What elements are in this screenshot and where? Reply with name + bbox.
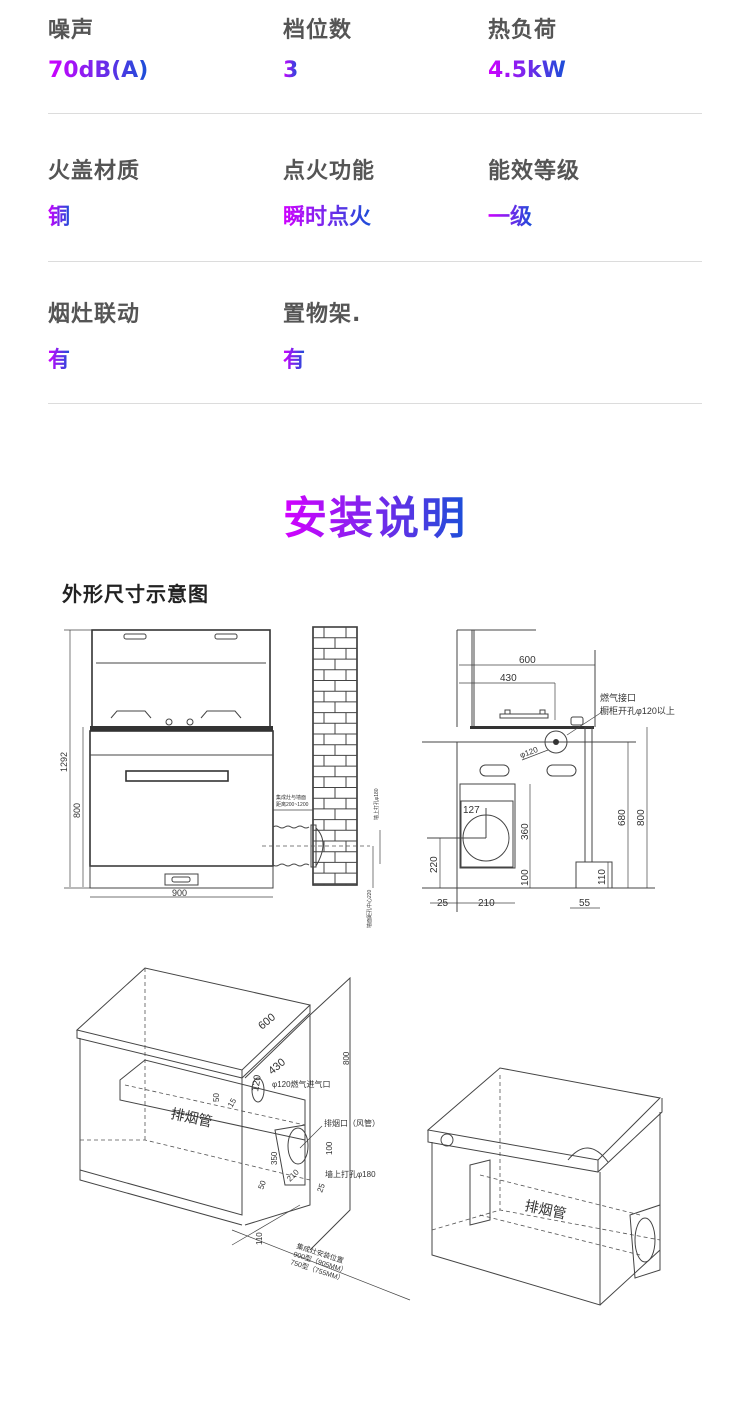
spec-efficiency: 能效等级 一级 (488, 153, 580, 231)
spec-label: 置物架. (283, 302, 362, 327)
dim-800-side: 800 (636, 809, 647, 826)
spec-value: 一级 (488, 199, 532, 231)
dim-360: 360 (520, 823, 531, 840)
iso-dim-100: 100 (325, 1141, 334, 1155)
spec-ignition: 点火功能 瞬时点火 (283, 153, 375, 231)
divider (48, 403, 702, 404)
isometric-cabinet-drawing: 排烟管 (426, 1067, 663, 1306)
diagram-title: 外形尺寸示意图 (62, 582, 209, 606)
spec-label: 噪声 (48, 18, 95, 43)
spec-value: 有 (283, 342, 305, 374)
wall-distance-label-2: 距离200~1200 (276, 801, 309, 808)
iso-dim-350: 350 (270, 1151, 279, 1165)
wall-distance-label: 集成灶与墙面 (276, 794, 306, 801)
iso-dim-210: 210 (285, 1167, 301, 1183)
spec-value: 瞬时点火 (283, 199, 371, 231)
front-view-drawing: 1292 800 900 集成灶与墙面 距离200~1200 墙上打孔φ180 … (59, 626, 381, 928)
iso-dim-600: 600 (256, 1011, 278, 1032)
dim-55: 55 (579, 898, 591, 909)
spec-label: 烟灶联动 (48, 302, 141, 327)
dim-680: 680 (617, 809, 628, 826)
dim-110: 110 (597, 869, 608, 885)
spec-shelf: 置物架. 有 (283, 296, 361, 374)
dim-127: 127 (463, 805, 480, 816)
spec-label: 热负荷 (488, 18, 558, 43)
iso-exhaust-label: 排烟口（风管） (324, 1118, 380, 1128)
iso-gas-inlet-label: φ120燃气进气口 (272, 1079, 331, 1089)
spec-value: 70dB(A) (48, 58, 149, 83)
dim-210: 210 (478, 898, 495, 909)
spec-label: 能效等级 (488, 159, 581, 184)
iso-pipe-label: 排烟管 (169, 1105, 213, 1129)
side-view-drawing: 600 430 燃气接口 橱柜开孔φ120以上 φ120 127 360 220… (422, 629, 675, 912)
spec-value: 4.5kW (488, 58, 566, 83)
iso-dim-50b: 50 (256, 1179, 268, 1191)
isometric-installation-drawing: 600 430 120 800 50 15 φ120燃气进气口 排烟管 排烟口（… (75, 967, 411, 1301)
iso-dim-110: 110 (255, 1232, 264, 1245)
spec-burner-cap: 火盖材质 铜 (48, 153, 140, 231)
dim-220: 220 (429, 856, 440, 873)
iso-wall-hole-label: 墙上打孔φ180 (325, 1169, 376, 1179)
hole-center-label: 墙面距孔中心220 (366, 889, 373, 928)
iso-dim-430: 430 (266, 1056, 288, 1077)
cabinet-hole-label: 橱柜开孔φ120以上 (600, 705, 675, 716)
spec-noise: 噪声 70dB(A) (48, 12, 148, 83)
spec-value: 铜 (48, 199, 70, 231)
dim-1292: 1292 (59, 752, 69, 772)
iso-dim-50: 50 (212, 1093, 221, 1102)
iso-dim-15: 15 (226, 1096, 239, 1109)
spec-value: 3 (283, 58, 299, 83)
gas-inlet-label: 燃气接口 (600, 692, 636, 703)
spec-label: 档位数 (283, 18, 353, 43)
spec-label: 点火功能 (283, 159, 376, 184)
dim-100: 100 (520, 869, 531, 886)
dim-25: 25 (437, 898, 449, 909)
dim-900: 900 (172, 888, 187, 898)
divider (48, 113, 702, 114)
spec-gear-count: 档位数 3 (283, 12, 352, 83)
dim-600: 600 (519, 655, 536, 666)
dim-430: 430 (500, 673, 517, 684)
iso-dim-120: 120 (250, 1074, 264, 1093)
wall-hole-label: 墙上打孔φ180 (373, 788, 380, 820)
spec-linkage: 烟灶联动 有 (48, 296, 140, 374)
section-title: 安装说明 (283, 493, 467, 544)
iso-dim-800: 800 (342, 1051, 351, 1065)
iso2-pipe-label: 排烟管 (523, 1197, 567, 1221)
divider (48, 261, 702, 262)
spec-heat-load: 热负荷 4.5kW (488, 12, 566, 83)
dim-800: 800 (72, 803, 82, 818)
spec-value: 有 (48, 342, 70, 374)
spec-label: 火盖材质 (48, 159, 141, 184)
iso-dim-25: 25 (315, 1182, 327, 1194)
